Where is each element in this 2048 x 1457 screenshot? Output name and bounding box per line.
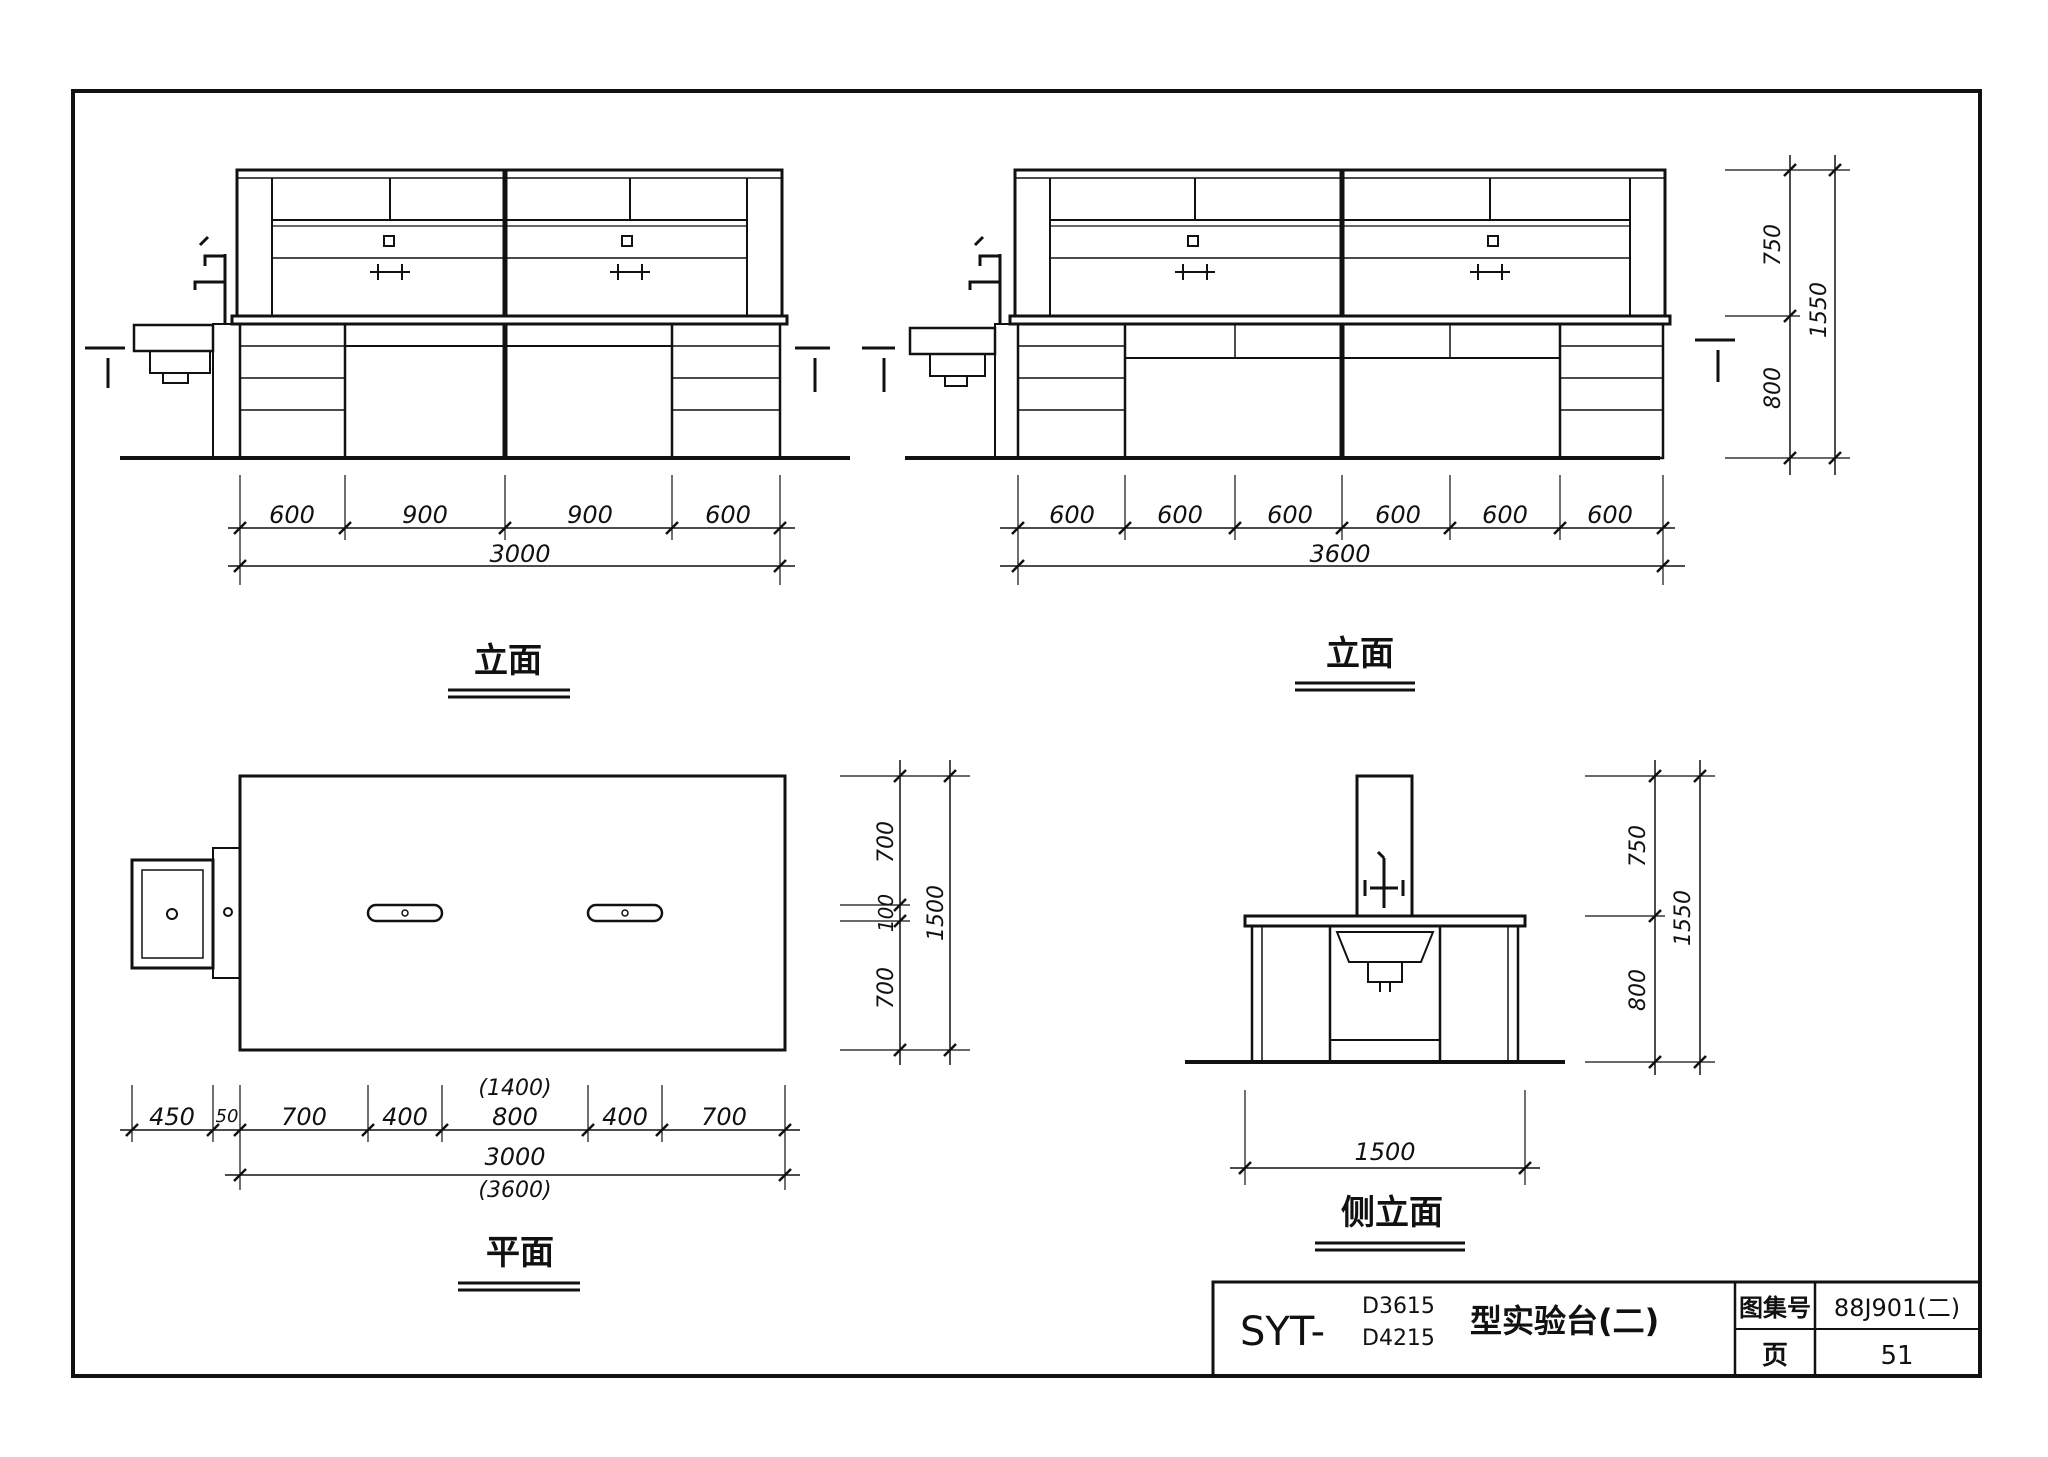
side-width: 1500 (1354, 1138, 1415, 1166)
front-3000-dim-2: 900 (402, 501, 448, 529)
plan-dim-3: 700 (281, 1103, 327, 1131)
plan-dim-5: 800 (492, 1103, 538, 1131)
plan-depth-total: 1500 (924, 885, 949, 941)
front-3600-height-upper: 750 (1761, 224, 1786, 266)
page-label: 页 (1762, 1341, 1788, 1371)
front-3600-height-lower: 800 (1761, 367, 1786, 409)
plan-dim-6: 400 (602, 1103, 648, 1131)
side-elevation-title: 侧立面 (1341, 1193, 1443, 1233)
front-elevation-3000 (85, 168, 850, 585)
plan-depth-bottom: 700 (874, 967, 899, 1009)
front-3600-dim-5: 600 (1482, 501, 1528, 529)
side-height-total: 1550 (1671, 890, 1696, 946)
front-elevation-3600 (862, 155, 1850, 585)
side-elevation (1185, 760, 1715, 1185)
title-name: 型实验台(二) (1470, 1302, 1659, 1340)
atlas-label: 图集号 (1739, 1294, 1811, 1322)
front-3000-total: 3000 (489, 540, 550, 568)
atlas-value: 88J901(二) (1834, 1294, 1960, 1322)
plan-dim-alt-middle: (1400) (478, 1076, 551, 1101)
front-3600-dim-4: 600 (1375, 501, 1421, 529)
plan-view (120, 760, 970, 1190)
page-value: 51 (1880, 1341, 1913, 1371)
front-3000-dim-1: 600 (269, 501, 315, 529)
front-3600-height-total: 1550 (1807, 282, 1832, 338)
side-height-upper: 750 (1626, 825, 1651, 867)
drawing-frame (71, 89, 1982, 1378)
plan-total: 3000 (484, 1143, 545, 1171)
front-3600-dim-3: 600 (1267, 501, 1313, 529)
title-model-code-2: D4215 (1362, 1326, 1435, 1351)
side-height-lower: 800 (1626, 969, 1651, 1011)
plan-depth-top: 700 (874, 821, 899, 863)
plan-dim-7: 700 (701, 1103, 747, 1131)
plan-total-alt: (3600) (478, 1178, 551, 1203)
title-model-code-1: D3615 (1362, 1294, 1435, 1319)
title-model-prefix: SYT- (1240, 1309, 1325, 1355)
front-3600-dim-6: 600 (1587, 501, 1633, 529)
front-3000-dim-3: 900 (567, 501, 613, 529)
plan-dim-4: 400 (382, 1103, 428, 1131)
plan-dim-1: 450 (149, 1103, 195, 1131)
front-3600-title: 立面 (1326, 634, 1394, 674)
plan-dim-2: 50 (216, 1106, 239, 1127)
front-3000-title: 立面 (474, 641, 542, 681)
plan-depth-mid: 100 (874, 894, 898, 932)
front-3000-section-mark-left: I (86, 341, 87, 343)
front-3600-total: 3600 (1309, 540, 1370, 568)
front-3600-dim-1: 600 (1049, 501, 1095, 529)
front-3600-dim-2: 600 (1157, 501, 1203, 529)
plan-title: 平面 (486, 1233, 554, 1273)
title-block (1211, 1280, 1982, 1378)
front-3000-dim-4: 600 (705, 501, 751, 529)
